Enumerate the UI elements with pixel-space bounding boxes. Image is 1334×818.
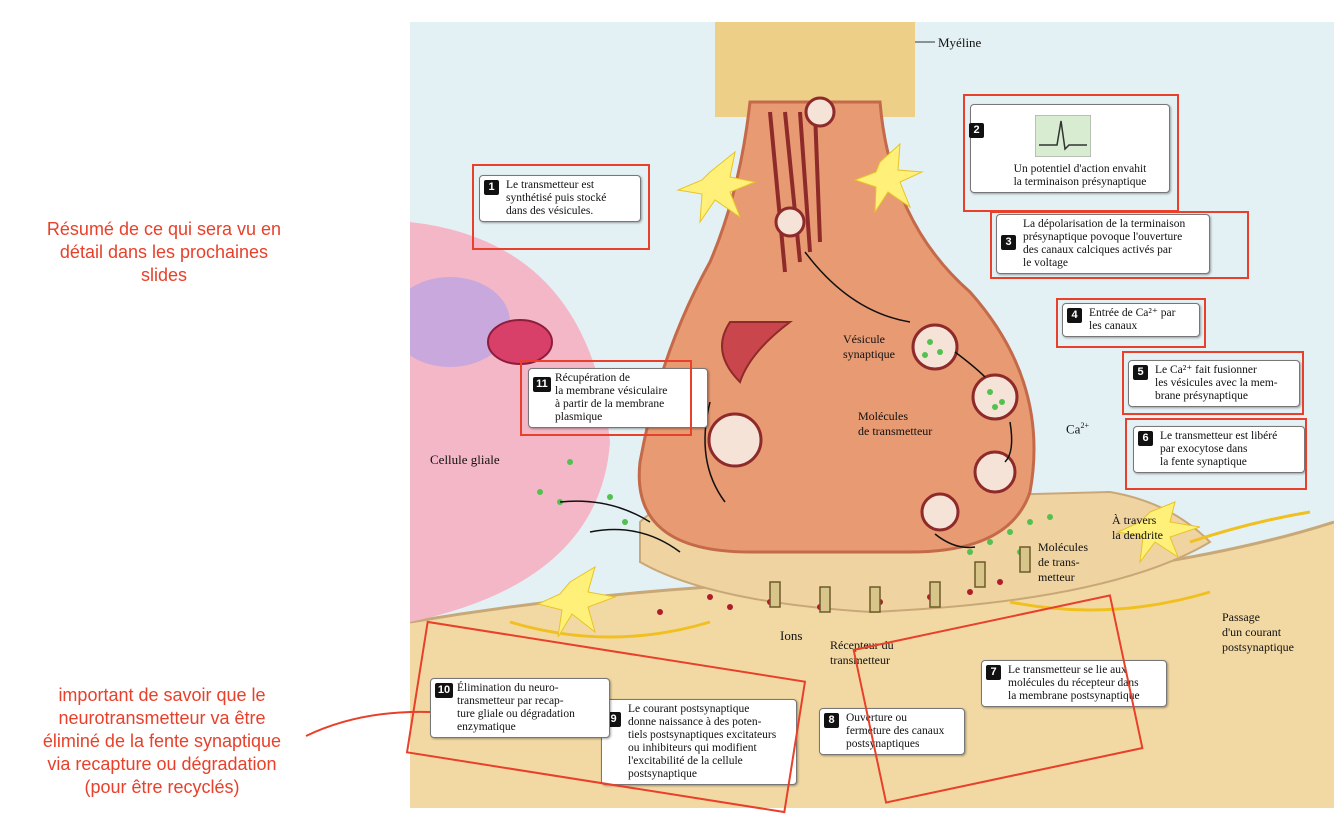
action-potential-icon — [1035, 115, 1091, 157]
step-box-2: 2 Un potentiel d'action envahit la termi… — [969, 104, 1170, 193]
highlight-step-6 — [1125, 418, 1307, 490]
highlight-step-1 — [472, 164, 650, 250]
step-box-3: 3 La dépolarisation de la terminaison pr… — [996, 214, 1210, 274]
highlight-step-11 — [520, 360, 692, 436]
step-number-1: 1 — [484, 180, 499, 195]
endosome — [721, 321, 793, 384]
label-receptor: Récepteur du transmetteur — [830, 638, 894, 667]
step-number-2: 2 — [969, 123, 984, 138]
label-myelin: Myéline — [938, 35, 982, 50]
step-box-8: 8 Ouverture ou fermeture des canaux post… — [819, 708, 965, 755]
step-number-7: 7 — [986, 665, 1001, 680]
microtubules — [768, 111, 822, 273]
step-box-7: 7 Le transmetteur se lie aux molécules d… — [981, 660, 1167, 707]
step-box-1: 1 Le transmetteur est synthétisé puis st… — [479, 175, 641, 222]
mitochondrion — [487, 319, 553, 365]
step-number-11: 11 — [533, 377, 551, 392]
label-ions: Ions — [780, 628, 803, 643]
label-trans-molecules: Molécules de trans- metteur — [1038, 540, 1088, 584]
highlight-step-5 — [1122, 351, 1304, 415]
transmitter-molecules — [537, 339, 1053, 555]
note-pointer — [305, 710, 431, 737]
label-vesicle: Vésicule synaptique — [843, 332, 895, 361]
glial-nucleus — [410, 277, 510, 367]
step-number-10: 10 — [435, 683, 453, 698]
highlight-step-4 — [1056, 298, 1206, 348]
step-box-5: 5 Le Ca²⁺ fait fusionner les vésicules a… — [1128, 360, 1300, 407]
highlight-step-3 — [990, 211, 1249, 279]
label-calcium: Ca2+ — [1066, 421, 1089, 437]
highlight-step-2 — [963, 94, 1179, 212]
label-postsynaptic-current: Passage d'un courant postsynaptique — [1222, 610, 1294, 654]
step-number-4: 4 — [1067, 308, 1082, 323]
process-arrows — [559, 251, 1013, 553]
action-potential-sparks — [536, 142, 1201, 638]
current-arrows — [509, 510, 1311, 639]
step-number-3: 3 — [1001, 235, 1016, 250]
step-box-11: 11 Récupération de la membrane vésiculai… — [528, 368, 708, 428]
step-number-6: 6 — [1138, 431, 1153, 446]
step-box-10: 10 Élimination du neuro- transmetteur pa… — [430, 678, 610, 738]
step-number-5: 5 — [1133, 365, 1148, 380]
step-box-9: 9 Le courant postsynaptique donne naissa… — [601, 699, 797, 785]
label-glial-cell: Cellule gliale — [430, 452, 500, 467]
step-box-4: 4 Entrée de Ca²⁺ par les canaux — [1062, 303, 1200, 337]
step-box-6: 6 Le transmetteur est libéré par exocyto… — [1133, 426, 1305, 473]
label-through-dendrite: À travers la dendrite — [1112, 513, 1163, 542]
step-number-8: 8 — [824, 713, 839, 728]
label-transmitter-molecules: Molécules de transmetteur — [858, 409, 933, 438]
receptors — [769, 546, 1031, 613]
summary-note: Résumé de ce qui sera vu en détail dans … — [46, 219, 282, 285]
elimination-note: important de savoir que le neurotransmet… — [42, 685, 282, 797]
